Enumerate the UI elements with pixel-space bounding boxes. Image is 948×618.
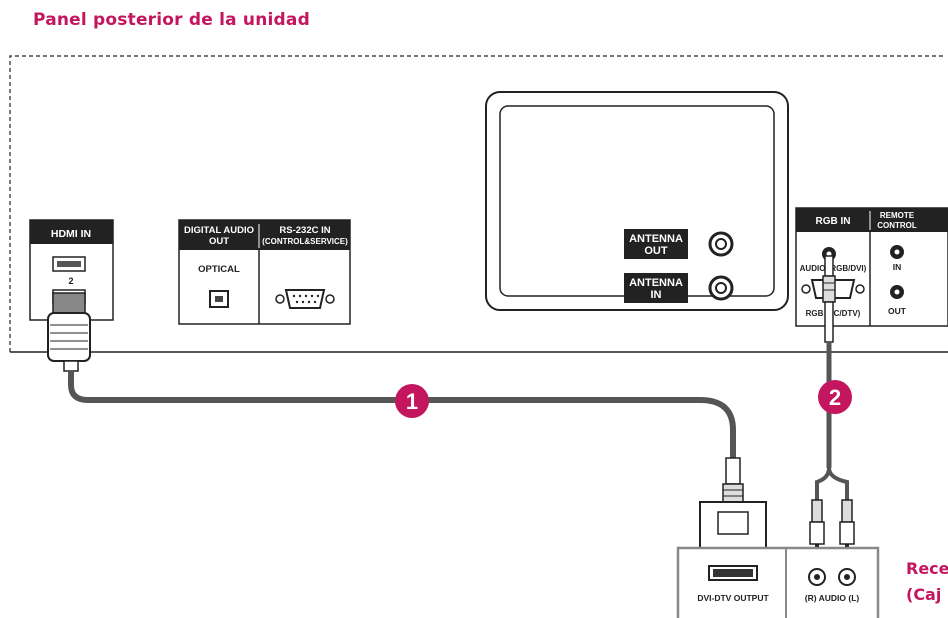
hdmi-plug [47,292,91,372]
callout-1-number: 1 [406,389,418,414]
hdmi-port-2-label: 2 [68,276,73,286]
digital-audio-out-label-1: DIGITAL AUDIO [184,225,254,236]
rgb-in-label: RGB IN [816,216,851,227]
rs232c-port [275,289,335,309]
cable-2-split [815,467,849,500]
digital-audio-rs232-block: DIGITAL AUDIO OUT RS-232C IN (CONTROL&SE… [178,219,351,325]
audio-plug-tv-side [822,255,836,343]
remote-in-label: IN [893,262,902,272]
page-title: Panel posterior de la unidad [33,10,310,30]
remote-out-label: OUT [888,306,907,316]
rs232c-in-label-1: RS-232C IN [279,225,330,236]
rear-panel-outline [9,55,946,352]
center-plate-inner [499,105,775,297]
callout-1: 1 [395,384,429,418]
antenna-in-group: ANTENNA IN [624,273,734,303]
receiver-panel: DVI-DTV OUTPUT (R) AUDIO (L) [676,546,880,618]
rgb-remote-block: RGB IN REMOTE CONTROL AUDIO (RGB/DVI) RG… [795,207,948,327]
callout-2-number: 2 [829,385,841,410]
audio-rl-label: (R) AUDIO (L) [805,593,860,603]
callout-2: 2 [818,380,852,414]
antenna-in-label-1: ANTENNA [629,277,683,289]
rs232c-in-label-2: (CONTROL&SERVICE) [262,237,348,246]
antenna-in-label-2: IN [651,289,662,301]
receiver-label-line-2: (Caj [906,585,942,604]
receiver-label-line-1: Rece [906,559,948,578]
cable-1 [68,371,736,458]
antenna-out-label-2: OUT [644,245,668,257]
remote-control-label-2: CONTROL [877,221,917,230]
antenna-out-label-1: ANTENNA [629,233,683,245]
optical-label: OPTICAL [198,264,240,275]
remote-control-label-1: REMOTE [880,211,915,220]
receiver-label: Rece (Caj [906,556,948,608]
dvi-dtv-output-label: DVI-DTV OUTPUT [697,593,769,603]
antenna-out-group: ANTENNA OUT [624,229,734,259]
hdmi-in-label: HDMI IN [51,228,91,240]
digital-audio-out-label-2: OUT [209,236,229,247]
